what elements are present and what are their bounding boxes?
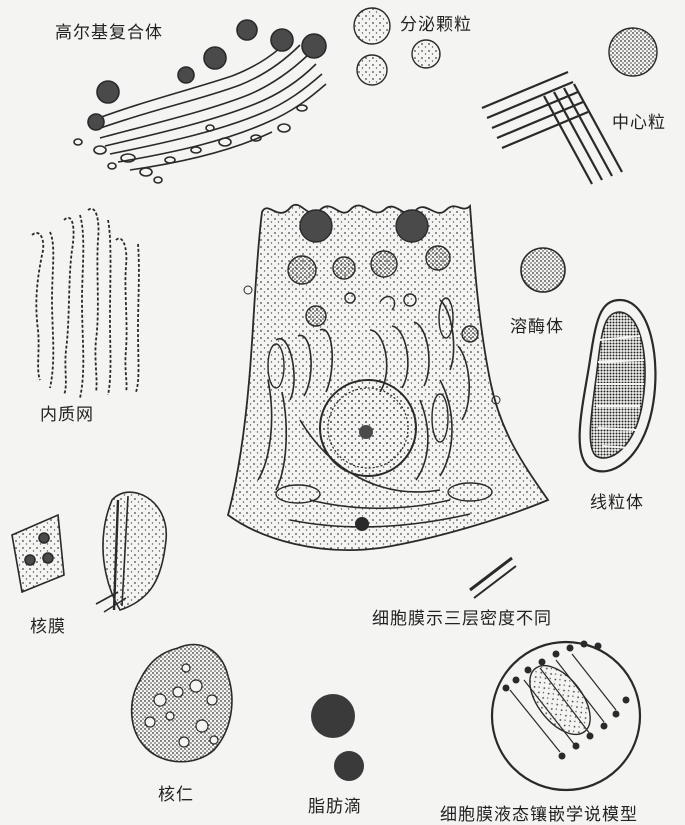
label-nucleolus: 核仁	[158, 780, 194, 805]
golgi-complex	[74, 20, 326, 183]
fluid-mosaic-model	[492, 641, 640, 790]
nuclear-membrane	[12, 492, 166, 612]
label-golgi: 高尔基复合体	[55, 18, 163, 43]
label-trilaminar-membrane: 细胞膜示三层密度不同	[372, 604, 552, 629]
endoplasmic-reticulum	[32, 209, 139, 398]
label-secretory-granules: 分泌颗粒	[400, 10, 472, 35]
centriole	[482, 28, 657, 184]
nucleolus	[132, 644, 232, 761]
label-fluid-mosaic-model: 细胞膜液态镶嵌学说模型	[440, 800, 638, 825]
label-lysosome: 溶酶体	[510, 312, 564, 337]
cell-body	[228, 205, 548, 550]
trilaminar-membrane	[470, 558, 516, 598]
label-nuclear-membrane: 核膜	[30, 612, 66, 637]
mitochondrion	[580, 300, 656, 471]
label-mitochondria: 线粒体	[590, 488, 644, 513]
lipid-droplets	[311, 694, 364, 781]
label-centriole: 中心粒	[612, 108, 666, 133]
lysosome	[521, 248, 565, 292]
label-endoplasmic-reticulum: 内质网	[40, 400, 94, 425]
label-lipid-droplets: 脂肪滴	[308, 792, 362, 817]
